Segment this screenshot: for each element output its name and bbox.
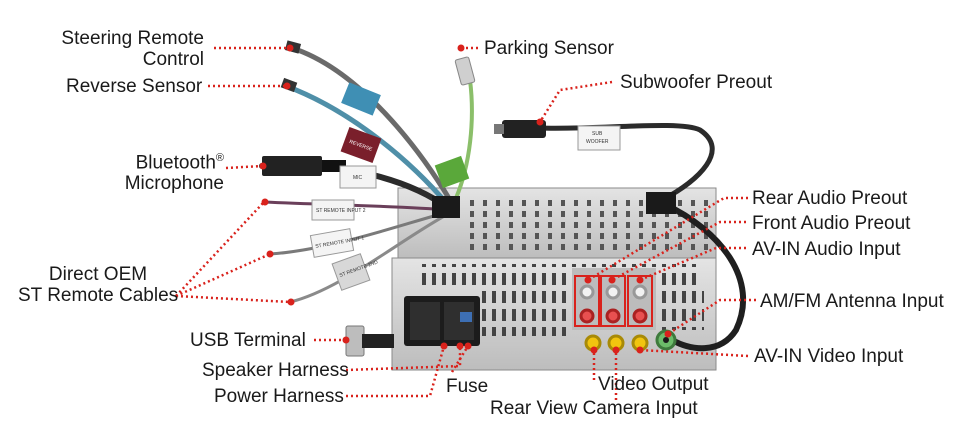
mic-jack: MIC [262,156,377,189]
iso-connector [404,296,480,346]
registered-mark: ® [215,152,224,164]
steering-remote-line2: Control [142,49,204,70]
green-tag [434,155,470,189]
sub-tag-line1: SUB [592,131,603,137]
fuse-label: Fuse [446,376,489,397]
rear-audio-preout-jacks [579,284,595,324]
video-output-label: Video Output [598,374,709,395]
sub-tag-line2: WOOFER [586,139,609,145]
st-remote-2nd-tag: ST REMOTE 2ND [331,253,379,291]
reverse-tag: REVERSE [340,126,382,164]
steering-tag [341,82,381,116]
am-fm-antenna-input-label: AM/FM Antenna Input [760,291,944,312]
st-input-2-tag: ST REMOTE INPUT 2 [311,199,366,221]
usb-plug [345,325,394,357]
steering-remote-label: Steering Remote Control [46,28,204,70]
reverse-sensor-label: Reverse Sensor [66,76,203,97]
mic-tag-text: MIC [353,175,363,181]
subwoofer-rca-plug [494,120,546,138]
subwoofer-preout-label: Subwoofer Preout [620,72,773,93]
st-input-2-tag-text: ST REMOTE INPUT 2 [316,208,366,214]
av-in-audio-input-label: AV-IN Audio Input [752,239,901,260]
parking-sensor-label: Parking Sensor [484,38,614,59]
rear-audio-preout-label: Rear Audio Preout [752,188,908,209]
steering-remote-line1: Steering Remote [61,28,204,49]
cable-grommet-left [432,196,460,218]
usb-terminal-label: USB Terminal [190,330,306,351]
front-audio-preout-jacks [605,284,621,324]
bluetooth-line1: Bluetooth® [110,148,224,173]
front-audio-preout-label: Front Audio Preout [752,213,911,234]
cable-grommet-right [646,192,676,214]
speaker-harness-label: Speaker Harness [202,360,349,381]
direct-oem-line2: ST Remote Cables [18,285,179,306]
highlight-boxes [574,275,653,327]
yellow-video-jacks [584,334,649,352]
av-in-video-input-label: AV-IN Video Input [754,346,904,367]
parking-sensor-plug [454,56,476,86]
subwoofer-tag: SUB WOOFER [577,125,621,151]
power-harness-label: Power Harness [214,386,344,407]
leader-dots [259,44,672,354]
bluetooth-text: Bluetooth [135,152,216,174]
leader-lines [175,46,756,400]
av-in-audio-jacks [632,284,648,324]
bluetooth-line2: Microphone [124,173,224,195]
st-input-1-tag: ST REMOTE INPUT 1 [309,228,365,258]
bluetooth-mic-label: Bluetooth® Microphone [110,148,224,194]
direct-oem-line1: Direct OEM [48,264,148,285]
rear-view-camera-input-label: Rear View Camera Input [490,398,698,419]
direct-oem-label: Direct OEM ST Remote Cables [18,264,178,306]
